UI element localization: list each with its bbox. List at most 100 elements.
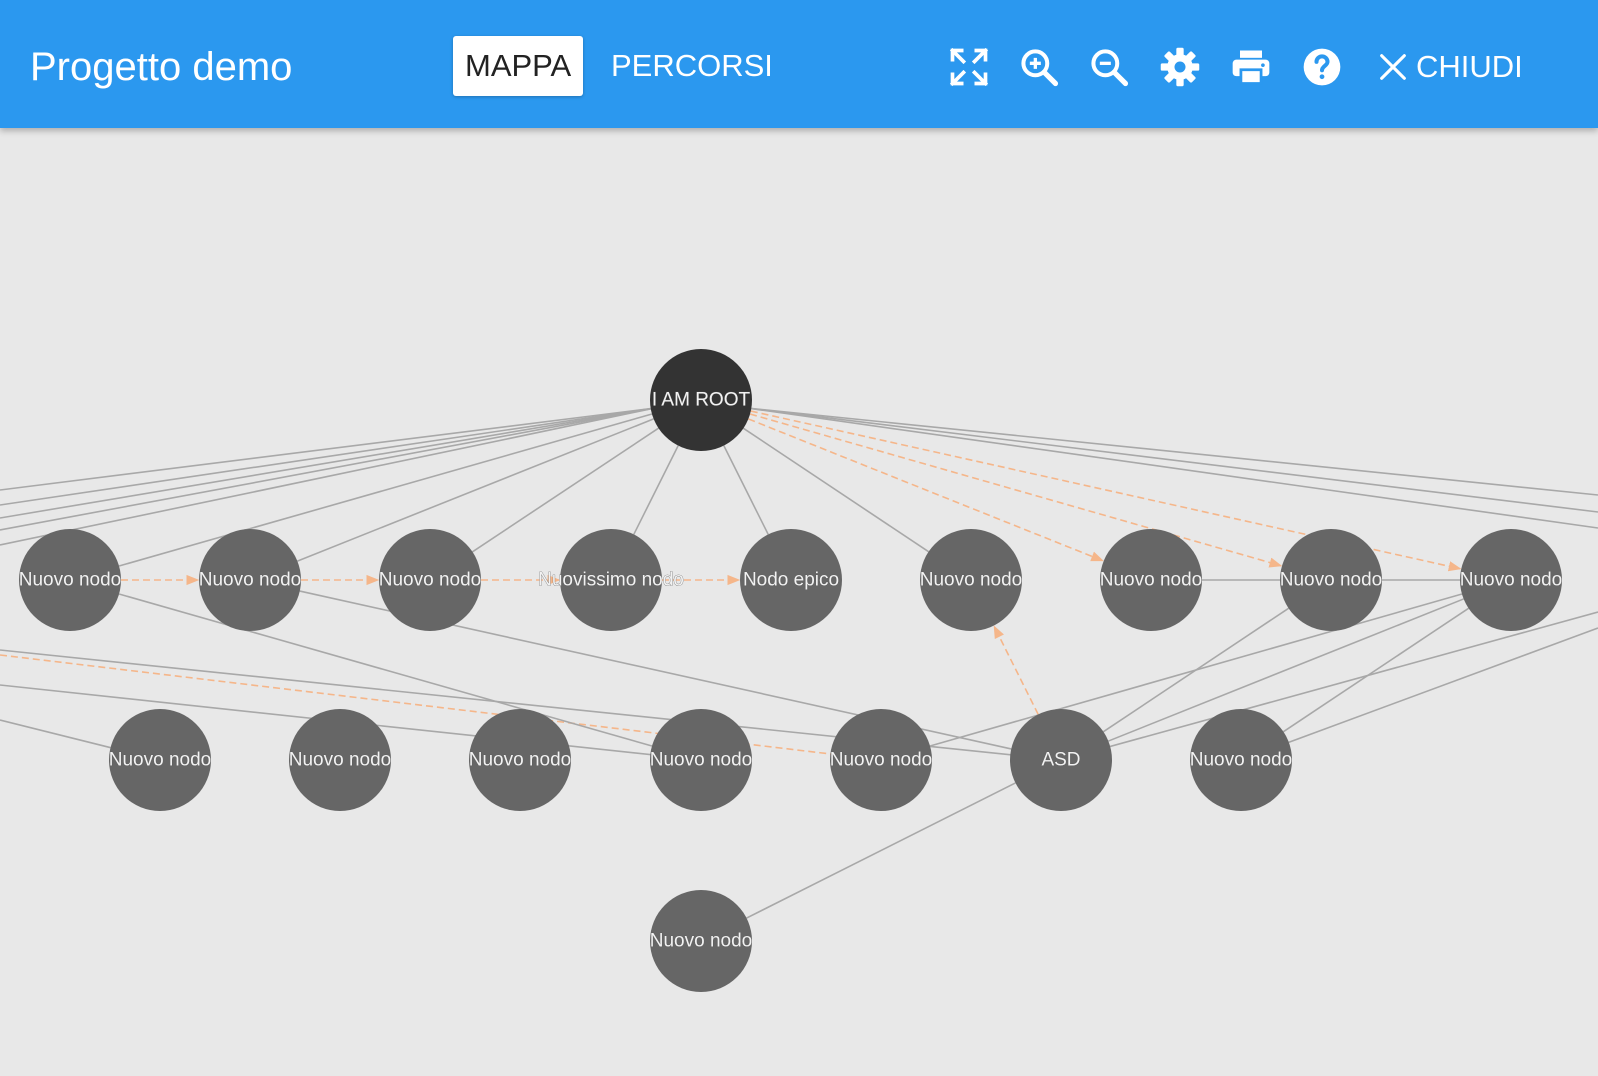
edge-root-r5 (723, 445, 769, 535)
node-circle[interactable] (379, 529, 481, 631)
graph-node[interactable]: Nuovissimo nodo (538, 529, 684, 631)
node-label: Nuovo nodo (650, 750, 752, 771)
fit-screen-button[interactable] (944, 42, 994, 92)
root-node[interactable]: I AM ROOT (650, 349, 752, 451)
close-icon (1380, 54, 1406, 80)
edge-root-r8 (749, 413, 1283, 568)
graph-node[interactable]: Nuovo nodo (108, 709, 212, 811)
settings-button[interactable] (1155, 42, 1205, 92)
offscreen-edge (0, 407, 656, 506)
print-button[interactable] (1226, 42, 1276, 92)
help-button[interactable] (1297, 42, 1347, 92)
offscreen-edges (0, 407, 1598, 764)
offscreen-edge (1240, 627, 1598, 761)
node-circle[interactable] (469, 709, 571, 811)
help-icon (1303, 48, 1341, 86)
node-label: Nuovo nodo (920, 570, 1022, 591)
tab-mappa[interactable]: MAPPA (453, 36, 584, 96)
node-circle[interactable] (650, 349, 752, 451)
node-label: Nuovo nodo (199, 570, 301, 591)
edge-asd-b1 (746, 782, 1016, 919)
offscreen-edge (0, 407, 656, 531)
node-label: Nuovo nodo (1190, 750, 1292, 771)
node-label: Nuovo nodo (379, 570, 481, 591)
edge-root-r6 (742, 427, 930, 553)
node-label: Nuovo nodo (19, 570, 121, 591)
close-button[interactable]: CHIUDI (1376, 42, 1523, 92)
node-label: I AM ROOT (652, 390, 751, 411)
offscreen-edge (0, 407, 656, 546)
node-label: Nodo epico (743, 570, 839, 591)
graph-node[interactable]: Nodo epico (740, 529, 842, 631)
graph-node[interactable]: Nuovo nodo (1099, 529, 1203, 631)
graph-node[interactable]: Nuovo nodo (1279, 529, 1383, 631)
zoom-out-button[interactable] (1084, 42, 1134, 92)
project-title: Progetto demo (30, 45, 293, 89)
edge-asd-r9 (1108, 598, 1464, 742)
offscreen-edge (0, 407, 656, 519)
tab-percorsi[interactable]: PERCORSI (599, 36, 785, 96)
zoom-out-icon (1091, 49, 1129, 87)
node-circle[interactable] (830, 709, 932, 811)
offscreen-edge (1060, 611, 1598, 761)
node-label: Nuovo nodo (1100, 570, 1202, 591)
print-icon (1232, 50, 1270, 85)
top-bar: Progetto demo MAPPA PERCORSI (0, 0, 1598, 128)
node-circle[interactable] (1460, 529, 1562, 631)
edge-root-r1 (118, 413, 653, 567)
graph-node[interactable]: ASD (1010, 709, 1112, 811)
offscreen-edge (746, 407, 1598, 496)
graph-node[interactable]: Nuovo nodo (468, 709, 572, 811)
edge-root-r2 (297, 418, 654, 562)
graph-node[interactable]: Nuovo nodo (198, 529, 302, 631)
edge-root-r3 (472, 427, 659, 553)
edge-m7-r9 (1282, 607, 1470, 733)
node-circle[interactable] (1190, 709, 1292, 811)
offscreen-edge (746, 407, 1598, 529)
close-label: CHIUDI (1416, 49, 1523, 84)
graph-edges (118, 410, 1470, 919)
offscreen-edge (746, 407, 1598, 513)
graph-node[interactable]: Nuovo nodo (919, 529, 1023, 631)
node-circle[interactable] (289, 709, 391, 811)
node-circle[interactable] (109, 709, 211, 811)
node-label: Nuovo nodo (830, 750, 932, 771)
zoom-in-button[interactable] (1014, 42, 1064, 92)
node-circle[interactable] (560, 529, 662, 631)
edge-r1-m4 (118, 593, 653, 747)
node-circle[interactable] (199, 529, 301, 631)
node-circle[interactable] (740, 529, 842, 631)
node-label: Nuovo nodo (1460, 570, 1562, 591)
node-circle[interactable] (650, 709, 752, 811)
node-label: Nuovissimo nodo (538, 570, 684, 591)
edge-root-r4 (633, 445, 679, 535)
node-label: Nuovo nodo (469, 750, 571, 771)
node-circle[interactable] (650, 890, 752, 992)
node-circle[interactable] (1100, 529, 1202, 631)
node-circle[interactable] (920, 529, 1022, 631)
graph-node[interactable]: Nuovo nodo (1459, 529, 1563, 631)
edge-root-r7 (748, 418, 1104, 562)
offscreen-edge (0, 407, 656, 491)
edge-m5-r9 (929, 593, 1463, 747)
graph-node[interactable]: Nuovo nodo (288, 709, 392, 811)
node-circle[interactable] (1280, 529, 1382, 631)
graph-node[interactable]: Nuovo nodo (378, 529, 482, 631)
fit-screen-icon (949, 47, 989, 87)
node-label: ASD (1041, 750, 1080, 771)
settings-icon (1160, 47, 1200, 87)
graph-node[interactable]: Nuovo nodo (829, 709, 933, 811)
node-circle[interactable] (1010, 709, 1112, 811)
node-label: Nuovo nodo (1280, 570, 1382, 591)
graph-node[interactable]: Nuovo nodo (18, 529, 122, 631)
node-label: Nuovo nodo (109, 750, 211, 771)
graph-node[interactable]: Nuovo nodo (649, 709, 753, 811)
graph-node[interactable]: Nuovo nodo (1189, 709, 1293, 811)
edge-asd-r6 (993, 625, 1039, 715)
graph-node[interactable]: Nuovo nodo (649, 890, 753, 992)
node-circle[interactable] (19, 529, 121, 631)
